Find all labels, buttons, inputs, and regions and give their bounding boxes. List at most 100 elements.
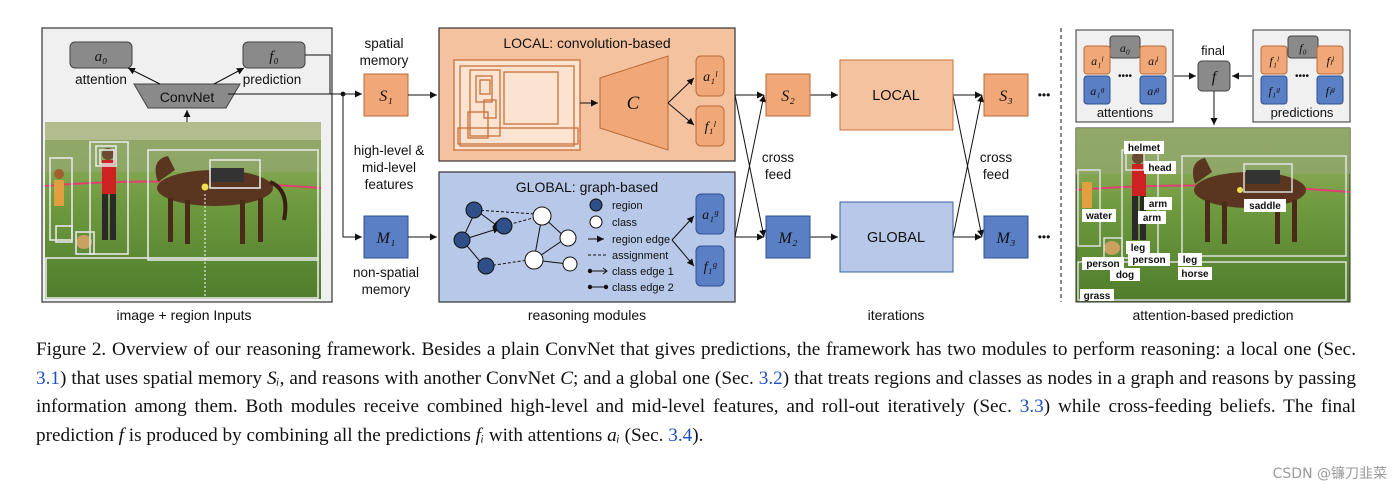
pred-f0: f₀ bbox=[1299, 41, 1307, 55]
m2-label: M₂ bbox=[778, 230, 798, 247]
output-tags: helmet head arm arm saddle water leg leg… bbox=[1080, 141, 1286, 302]
ref-sec-3-1[interactable]: 3.1 bbox=[36, 367, 60, 389]
iterations-caption: iterations bbox=[868, 307, 925, 323]
legend-assignment: assignment bbox=[612, 250, 668, 262]
graph-class-node bbox=[532, 206, 552, 226]
prediction-node-label: f₀ bbox=[269, 49, 278, 65]
a1l-label: a₁ˡ bbox=[703, 70, 718, 85]
ref-sec-3-4[interactable]: 3.4 bbox=[668, 424, 693, 446]
predictions-label: predictions bbox=[1271, 105, 1334, 120]
ellipsis-top: ••• bbox=[1038, 88, 1051, 102]
tag-dog: dog bbox=[1116, 270, 1134, 281]
spatial-memory-node-s3 bbox=[983, 73, 1029, 117]
att-a1g: a₁ᵍ bbox=[1090, 84, 1104, 98]
ref-sec-3-3[interactable]: 3.3 bbox=[1019, 396, 1044, 418]
features-label-3: features bbox=[365, 177, 414, 192]
tag-horse: horse bbox=[1181, 269, 1209, 280]
input-panel: a₀ attention f₀ prediction ConvNet bbox=[41, 27, 333, 323]
spatial-memory-node-s1 bbox=[363, 73, 409, 117]
att-ail: aₗˡ bbox=[1148, 54, 1159, 68]
local-module: LOCAL: convolution-based C a₁ˡ f₁ˡ bbox=[438, 27, 736, 162]
framework-diagram: a₀ attention f₀ prediction ConvNet bbox=[41, 27, 1351, 323]
spatial-memory-label-2: memory bbox=[360, 53, 409, 68]
spatial-memory-node-s2 bbox=[765, 73, 811, 117]
input-scene-image bbox=[44, 122, 322, 299]
features-label-1: high-level & bbox=[354, 143, 425, 158]
local-box-label: LOCAL bbox=[872, 88, 920, 104]
global-prediction-node bbox=[695, 245, 725, 287]
attentions-label: attentions bbox=[1097, 105, 1154, 120]
f1l-label: f₁ˡ bbox=[705, 120, 717, 135]
tag-person-1: person bbox=[1086, 259, 1119, 270]
pred-fil: fₗˡ bbox=[1327, 54, 1335, 68]
tag-grass: grass bbox=[1084, 291, 1111, 302]
graph-legend: region class region edge assignment clas… bbox=[587, 198, 674, 294]
tag-leg-1: leg bbox=[1131, 243, 1145, 254]
ref-sec-3-2[interactable]: 3.2 bbox=[758, 367, 783, 389]
nonspatial-memory-label-1: non-spatial bbox=[353, 265, 419, 280]
legend-class-edge-1: class edge 1 bbox=[612, 266, 674, 278]
local-attention-node bbox=[695, 55, 725, 97]
convnet-block bbox=[133, 83, 241, 109]
graph-class-node bbox=[559, 229, 577, 247]
tag-water: water bbox=[1085, 211, 1112, 222]
s2-label: S₂ bbox=[781, 88, 795, 105]
legend-region: region bbox=[612, 200, 643, 212]
graph-region-node bbox=[477, 257, 495, 275]
attention-node-a0 bbox=[69, 41, 133, 69]
graph-class-node bbox=[562, 256, 578, 272]
a1g-label: a₁ᵍ bbox=[702, 208, 719, 223]
prediction-panel-caption: attention-based prediction bbox=[1132, 307, 1293, 323]
cross-feed-2a: cross bbox=[980, 150, 1013, 165]
local-iteration-box bbox=[839, 59, 954, 131]
cross-feed-1a: cross bbox=[762, 150, 795, 165]
att-a1l: a₁ˡ bbox=[1091, 54, 1104, 68]
legend-class: class bbox=[612, 217, 638, 229]
att-aig: aₗᵍ bbox=[1147, 84, 1159, 98]
attention-node-label: a₀ bbox=[95, 49, 108, 65]
local-module-title: LOCAL: convolution-based bbox=[503, 35, 670, 51]
pred-f1l: f₁ˡ bbox=[1269, 54, 1280, 68]
nonspatial-memory-node-m1 bbox=[363, 215, 409, 259]
pred-fig: fₗᵍ bbox=[1326, 84, 1335, 98]
global-attention-node bbox=[695, 193, 725, 235]
tag-leg-2: leg bbox=[1183, 255, 1197, 266]
prediction-label: prediction bbox=[243, 72, 302, 87]
input-panel-caption: image + region Inputs bbox=[116, 307, 251, 323]
attention-label: attention bbox=[75, 72, 127, 87]
modules-caption: reasoning modules bbox=[528, 307, 646, 323]
local-convnet-block bbox=[599, 55, 669, 151]
memory-column: spatial memory S₁ high-level & mid-level… bbox=[228, 36, 437, 297]
graph-class-node bbox=[524, 250, 544, 270]
cross-feed-1b: feed bbox=[765, 167, 791, 182]
global-box-label: GLOBAL bbox=[867, 230, 925, 246]
watermark: CSDN @镰刀韭菜 bbox=[1272, 466, 1387, 482]
tag-head: head bbox=[1148, 163, 1171, 174]
f1g-label: f₁ᵍ bbox=[704, 260, 718, 275]
m1-label: M₁ bbox=[376, 230, 396, 247]
spatial-memory-map bbox=[453, 59, 581, 151]
tag-arm-2: arm bbox=[1143, 213, 1161, 224]
final-f-label: f bbox=[1212, 69, 1219, 86]
pred-dots: •••• bbox=[1295, 71, 1310, 82]
m3-label: M₃ bbox=[996, 230, 1016, 247]
nonspatial-memory-node-m3 bbox=[983, 215, 1029, 259]
local-prediction-node bbox=[695, 105, 725, 147]
att-a0: a₀ bbox=[1120, 41, 1130, 55]
nonspatial-memory-node-m2 bbox=[765, 215, 811, 259]
ellipsis-bottom: ••• bbox=[1038, 230, 1051, 244]
s1-label: S₁ bbox=[379, 88, 393, 105]
figure-caption: Figure 2. Overview of our reasoning fram… bbox=[36, 339, 1356, 446]
global-module: GLOBAL: graph-based region class bbox=[438, 171, 736, 303]
graph-region-node bbox=[495, 217, 513, 235]
legend-class-edge-2: class edge 2 bbox=[612, 282, 674, 294]
pred-f1g: f₁ᵍ bbox=[1269, 84, 1281, 98]
tag-arm-1: arm bbox=[1149, 199, 1167, 210]
final-label: final bbox=[1201, 43, 1225, 58]
global-iteration-box bbox=[839, 201, 954, 273]
tag-saddle: saddle bbox=[1249, 201, 1281, 212]
att-dots: •••• bbox=[1118, 71, 1133, 82]
tag-person-2: person bbox=[1132, 255, 1165, 266]
legend-region-edge: region edge bbox=[612, 234, 670, 246]
global-module-title: GLOBAL: graph-based bbox=[516, 179, 658, 195]
